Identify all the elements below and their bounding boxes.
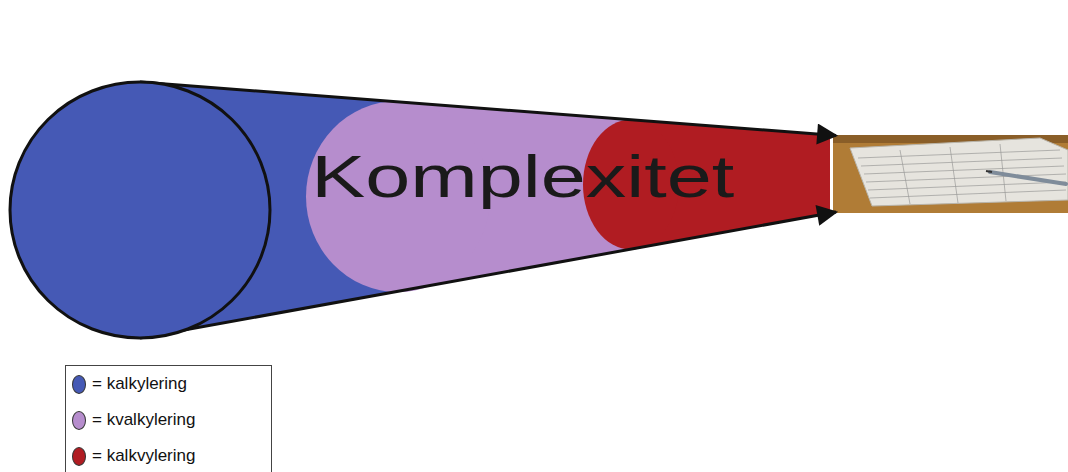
legend-swatch	[72, 375, 86, 394]
pen-tip	[986, 171, 992, 172]
legend-label: = kvalkylering	[92, 410, 195, 430]
legend-label: = kalkvylering	[92, 446, 195, 466]
cone-top-edge	[140, 82, 836, 136]
pen	[990, 172, 1066, 184]
table-surface	[833, 135, 1068, 213]
legend-label: = kalkylering	[92, 374, 187, 394]
cone-shape: Komplexitet	[0, 60, 850, 360]
node-label: Komplexitet	[311, 147, 734, 207]
legend-entry: = kalkvylering	[72, 444, 195, 468]
legend-swatch	[72, 411, 86, 430]
legend-box: = kalkylering = kvalkylering = kalkvylerin…	[65, 365, 272, 472]
legend-entry: = kvalkylering	[72, 408, 195, 432]
legend-swatch	[72, 447, 86, 466]
notebook-lines	[858, 144, 1066, 204]
cone-outline	[0, 60, 850, 360]
cone-base-ellipse	[10, 82, 270, 338]
legend-entry: = kalkylering	[72, 372, 187, 396]
notebook-page	[850, 138, 1068, 206]
